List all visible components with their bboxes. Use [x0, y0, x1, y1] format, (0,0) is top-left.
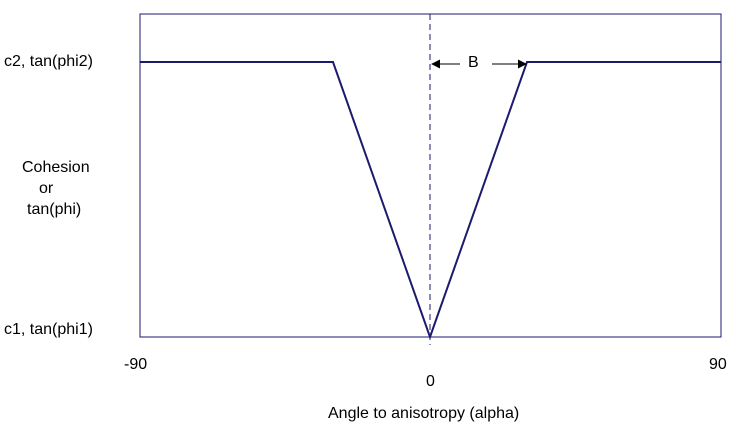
y-axis-title-line-1: Cohesion	[22, 159, 90, 176]
x-axis-title: Angle to anisotropy (alpha)	[328, 405, 520, 422]
strength-curve	[140, 61, 721, 341]
width-marker-label: B	[468, 54, 479, 71]
upper-level-label: c2, tan(phi2)	[4, 53, 93, 70]
y-axis-title-line-2: or	[39, 180, 54, 197]
x-tick-label: 0	[426, 373, 435, 390]
x-tick-label: -90	[124, 356, 148, 373]
y-axis-title: Cohesion or tan(phi)	[22, 157, 104, 220]
y-axis-title-line-3: tan(phi)	[27, 201, 82, 218]
x-tick-label: 90	[709, 356, 727, 373]
lower-level-label: c1, tan(phi1)	[4, 321, 93, 338]
